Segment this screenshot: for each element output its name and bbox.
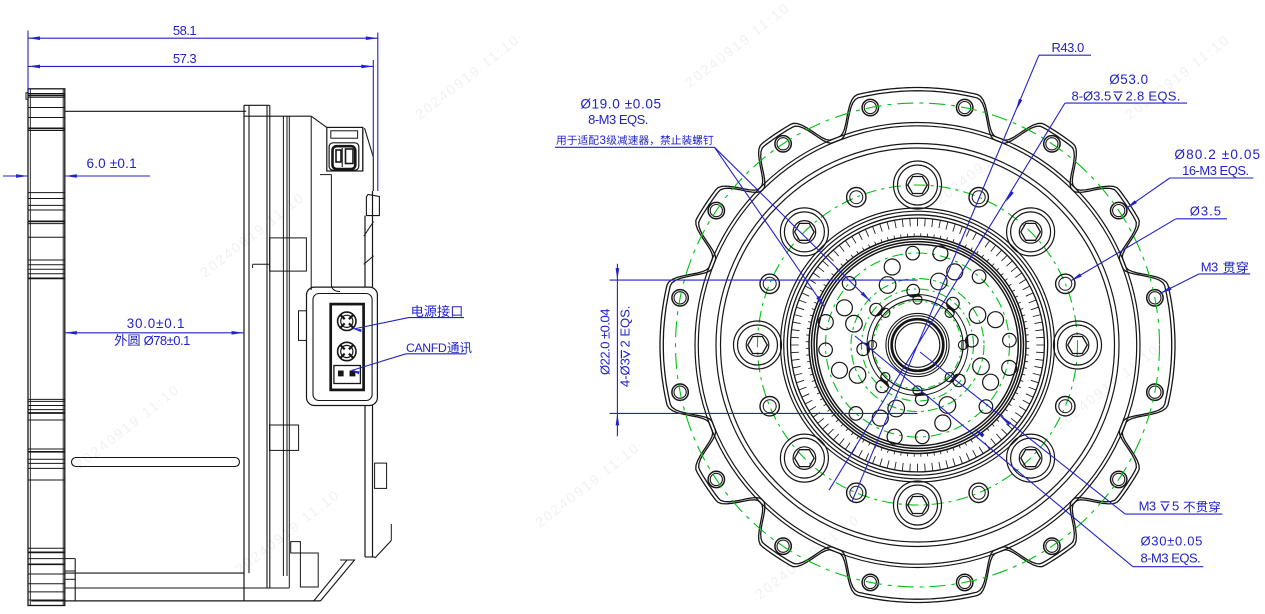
- svg-text:Ø19.0 ±0.05: Ø19.0 ±0.05: [580, 97, 661, 112]
- svg-text:3: 3: [600, 135, 606, 147]
- svg-text:16-M3 EQS.: 16-M3 EQS.: [1182, 163, 1249, 178]
- svg-text:6.0 ±0.1: 6.0 ±0.1: [87, 156, 137, 171]
- svg-text:Ø53.0: Ø53.0: [1109, 72, 1148, 87]
- svg-text:Ø22.0 ±0.04: Ø22.0 ±0.04: [598, 309, 613, 375]
- svg-text:CANFD: CANFD: [406, 341, 447, 355]
- svg-text:Ø3.5: Ø3.5: [1190, 204, 1222, 219]
- svg-text:57.3: 57.3: [173, 51, 197, 66]
- svg-text:2 EQS.: 2 EQS.: [618, 306, 633, 348]
- svg-text:30.0±0.1: 30.0±0.1: [127, 316, 185, 331]
- svg-text:Ø80.2 ±0.05: Ø80.2 ±0.05: [1174, 147, 1261, 162]
- svg-text:58.1: 58.1: [173, 23, 197, 38]
- svg-text:Ø30±0.05: Ø30±0.05: [1141, 534, 1204, 549]
- svg-text:R43.0: R43.0: [1052, 40, 1084, 55]
- svg-text:8-Ø3.5: 8-Ø3.5: [1072, 89, 1112, 104]
- svg-text:M3: M3: [1139, 499, 1156, 514]
- svg-text:2.8 EQS.: 2.8 EQS.: [1126, 89, 1181, 104]
- svg-text:4-Ø3: 4-Ø3: [618, 358, 633, 387]
- svg-text:8-M3 EQS.: 8-M3 EQS.: [588, 112, 648, 127]
- svg-text:M3: M3: [1201, 260, 1218, 275]
- svg-text:Ø78±0.1: Ø78±0.1: [144, 333, 191, 348]
- svg-text:8-M3 EQS.: 8-M3 EQS.: [1141, 551, 1201, 566]
- svg-text:5: 5: [1172, 499, 1179, 514]
